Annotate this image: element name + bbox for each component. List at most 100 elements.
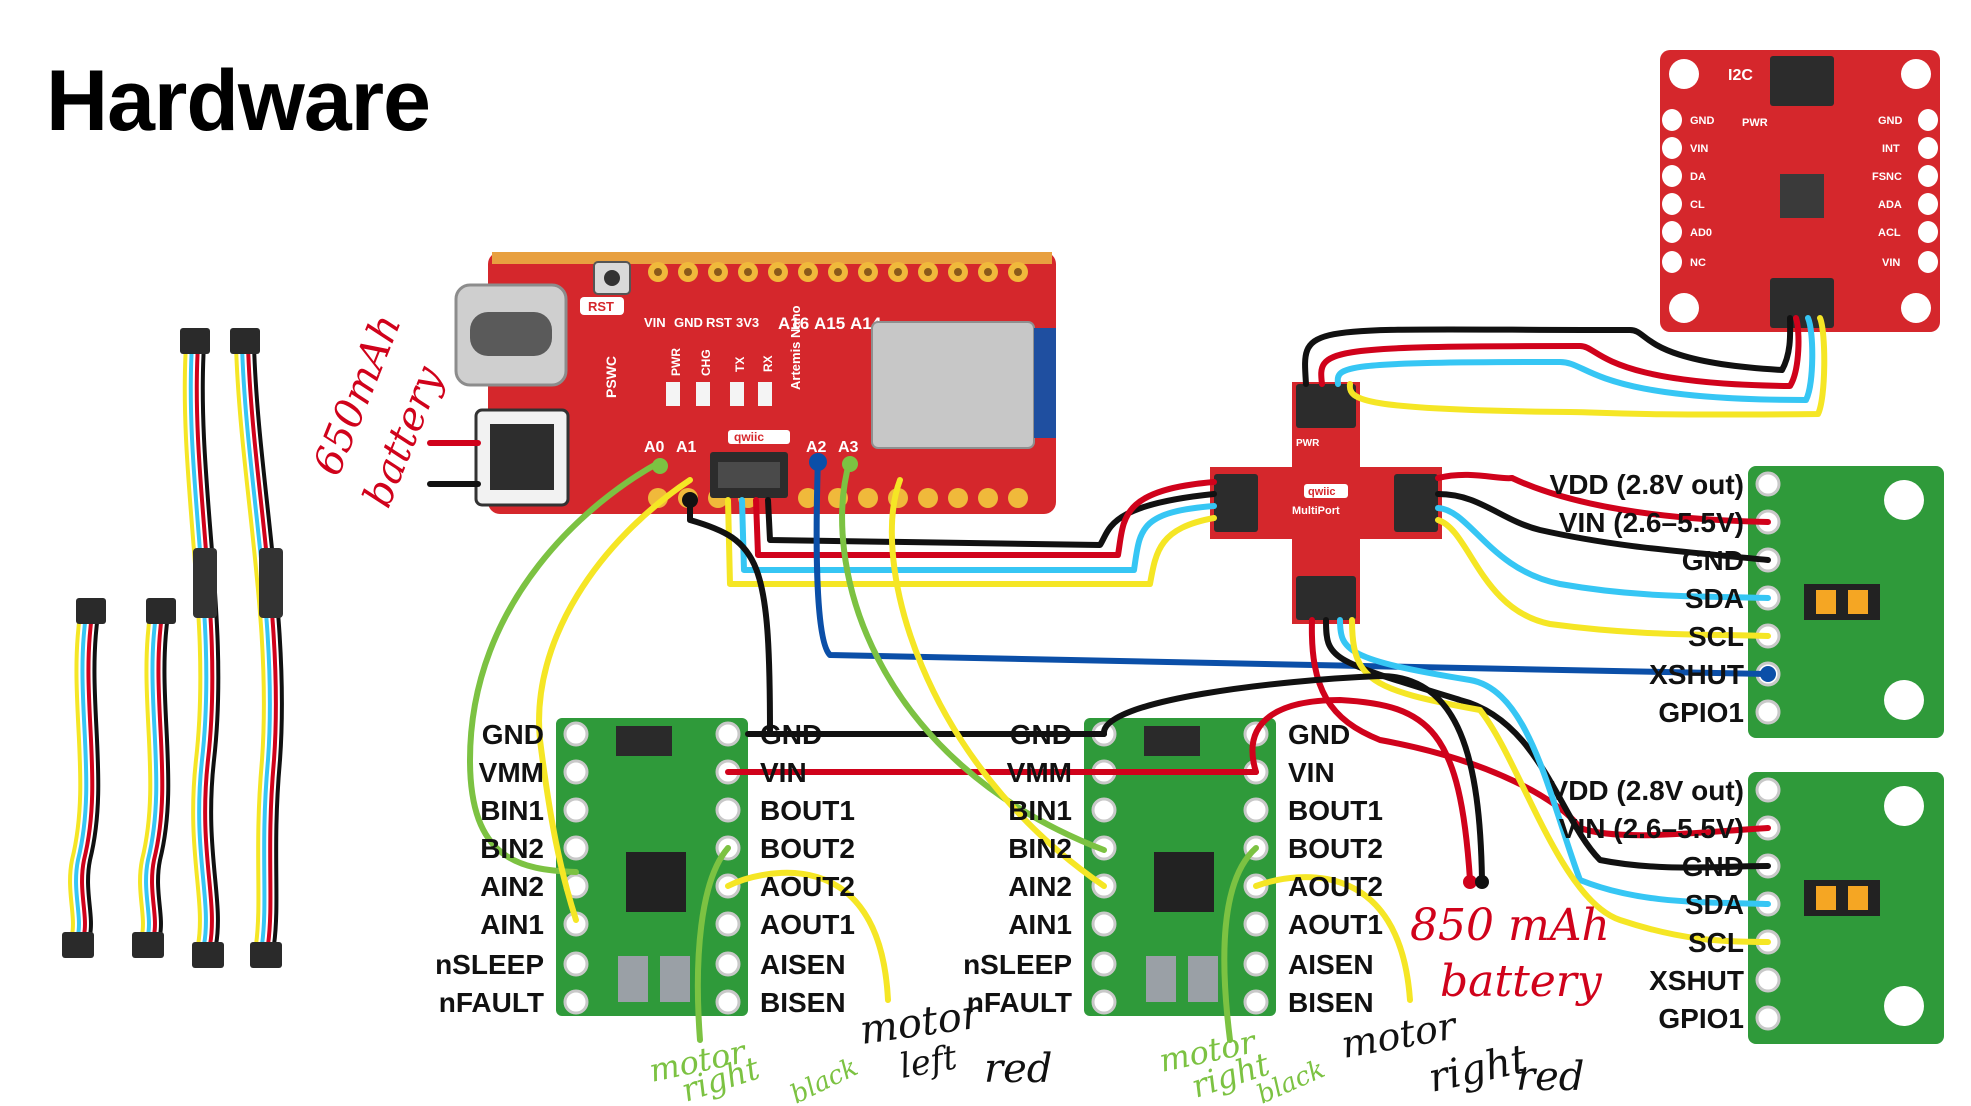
multiport-connector-left xyxy=(1214,474,1258,532)
pin-label-a1: A1 xyxy=(676,439,697,456)
tof1-pin-scl: SCL xyxy=(1688,621,1744,652)
imu-left-pin-5: AD0 xyxy=(1690,227,1712,239)
driver1-left-pin-ain2: AIN2 xyxy=(480,871,544,902)
driver1-right-pin-vin: VIN xyxy=(760,757,807,788)
wire-qwiic-artemis-vin xyxy=(753,479,1217,558)
imu-right-pin-4: ADA xyxy=(1878,199,1902,211)
artemis-module xyxy=(871,321,1035,449)
driver1-green-black: black xyxy=(786,1052,863,1106)
wire-motor2-right-yellow xyxy=(1253,874,1413,1003)
pin-label-a3: A3 xyxy=(838,439,859,456)
driver2-right-pin-bout1: BOUT1 xyxy=(1288,795,1383,826)
tof1-pin-sda: SDA xyxy=(1685,583,1744,614)
driver1-right-pin-aisen: AISEN xyxy=(760,949,846,980)
artemis-nano-board: VIN GND RST 3V3 A16 A15 A14 RST PSWC PWR… xyxy=(454,252,1056,514)
driver2-right-pin-bout2: BOUT2 xyxy=(1288,833,1383,864)
tof2-pin-scl: SCL xyxy=(1688,927,1744,958)
status-label-rx: RX xyxy=(761,355,775,372)
pin-label-a2: A2 xyxy=(806,439,827,456)
imu-left-pin-2: VIN xyxy=(1690,143,1708,155)
wire-tof1-vin-pad xyxy=(1509,475,1771,525)
tof1-pin-vin: VIN (2.6–5.5V) xyxy=(1559,507,1744,538)
driver1-left-pin-ain1: AIN1 xyxy=(480,909,544,940)
driver1-left-pin-nfault: nFAULT xyxy=(439,987,544,1018)
imu-left-pin-3: DA xyxy=(1690,171,1706,183)
tof2-pin-xshut: XSHUT xyxy=(1649,965,1744,996)
driver1-black-left: left xyxy=(897,1037,961,1086)
driver1-left-pin-bin1: BIN1 xyxy=(480,795,544,826)
driver1-right-pin-bout1: BOUT1 xyxy=(760,795,855,826)
header-label-3v3: 3V3 xyxy=(736,315,759,330)
multiport-connector-right xyxy=(1394,474,1438,532)
tof-sensor-2 xyxy=(1748,772,1944,1044)
imu-right-pin-5: ACL xyxy=(1878,227,1901,239)
status-label-tx: TX xyxy=(733,357,747,372)
wire-qwiic-imu-gnd xyxy=(1302,315,1794,387)
tof-sensor-1 xyxy=(1748,466,1944,738)
wire-tof2-scl xyxy=(1349,617,1771,945)
wires xyxy=(427,315,1828,1043)
wire-driver1-ain-green xyxy=(467,459,663,875)
driver1-left-pin-vmm: VMM xyxy=(479,757,544,788)
imu-pwr-label: PWR xyxy=(1742,117,1768,129)
wire-qwiic-imu-vin xyxy=(1318,315,1802,389)
battery-850-capacity: 850 mAh xyxy=(1410,900,1610,951)
multiport-board: PWR qwiic MultiPort xyxy=(1210,382,1442,624)
driver2-right-pin-bisen: BISEN xyxy=(1288,987,1374,1018)
qwiic-cables xyxy=(62,328,284,968)
motor-driver-2 xyxy=(1084,718,1276,1016)
multiport-connector-bottom xyxy=(1296,576,1356,620)
driver2-right-pin-gnd: GND xyxy=(1288,719,1350,750)
driver2-right-pin-vin: VIN xyxy=(1288,757,1335,788)
pswc-label: PSWC xyxy=(603,356,619,398)
driver2-right-pin-aisen: AISEN xyxy=(1288,949,1374,980)
driver2-right-pin-aout1: AOUT1 xyxy=(1288,909,1383,940)
wire-motor1-right-green xyxy=(694,845,731,1043)
qwiic-cable-short-2 xyxy=(132,598,176,958)
antenna-flex xyxy=(1034,328,1056,438)
qwiic-cable-short-1 xyxy=(62,598,106,958)
tof1-pin-gpio1: GPIO1 xyxy=(1658,697,1744,728)
driver1-red-wire: red xyxy=(984,1046,1052,1092)
annotation-driver2-motors: motor right black motor right red xyxy=(1156,1003,1585,1106)
imu-qwiic-connector-bottom xyxy=(1770,278,1834,328)
annotation-driver1-motors: motor right black motor left red xyxy=(646,991,1053,1106)
imu-right-pin-1: GND xyxy=(1878,115,1903,127)
wire-battery-850-black xyxy=(1101,673,1485,883)
driver1-right-pin-gnd: GND xyxy=(760,719,822,750)
tof1-pin-labels: VDD (2.8V out) VIN (2.6–5.5V) GND SDA SC… xyxy=(1550,469,1744,728)
pin-label-a0: A0 xyxy=(644,439,665,456)
driver1-pin-labels: GND VMM BIN1 BIN2 AIN2 AIN1 nSLEEP nFAUL… xyxy=(435,719,855,1018)
status-label-pwr: PWR xyxy=(669,348,683,376)
artemis-qwiic-label: qwiic xyxy=(734,430,764,444)
wire-driver2-ain-yellow xyxy=(888,477,1107,889)
driver2-left-pin-vmm: VMM xyxy=(1007,757,1072,788)
wire-battery-850-red xyxy=(1249,697,1473,883)
qwiic-cable-long-2 xyxy=(230,328,284,968)
imu-right-pin-3: FSNC xyxy=(1872,171,1902,183)
driver1-right-pin-bisen: BISEN xyxy=(760,987,846,1018)
tof2-pin-vdd: VDD (2.8V out) xyxy=(1550,775,1744,806)
qwiic-cable-long-1 xyxy=(180,328,224,968)
header-label-rst: RST xyxy=(706,315,732,330)
tof2-pin-sda: SDA xyxy=(1685,889,1744,920)
multiport-name-label: MultiPort xyxy=(1292,505,1340,517)
tof1-pin-vdd: VDD (2.8V out) xyxy=(1550,469,1744,500)
multiport-qwiic-label: qwiic xyxy=(1308,486,1336,498)
driver2-pin-labels: GND VMM BIN1 BIN2 AIN2 AIN1 nSLEEP nFAUL… xyxy=(963,719,1383,1018)
rst-label: RST xyxy=(588,299,614,314)
wire-tof1-scl xyxy=(1435,517,1771,639)
tof2-pin-gnd: GND xyxy=(1682,851,1744,882)
imu-right-pin-6: VIN xyxy=(1882,257,1900,269)
wire-tof1-gnd xyxy=(1435,491,1771,563)
status-leds xyxy=(666,382,772,406)
header-label-a16: A16 xyxy=(778,314,809,333)
wire-qwiic-imu-scl xyxy=(1346,315,1828,418)
imu-right-pin-2: INT xyxy=(1882,143,1900,155)
driver2-left-pin-nfault: nFAULT xyxy=(967,987,1072,1018)
tof2-pin-labels: VDD (2.8V out) VIN (2.6–5.5V) GND SDA SC… xyxy=(1550,775,1744,1034)
slide-title: Hardware xyxy=(46,53,431,149)
wire-xshut-a2 xyxy=(813,455,1771,677)
tof1-pin-gnd: GND xyxy=(1682,545,1744,576)
